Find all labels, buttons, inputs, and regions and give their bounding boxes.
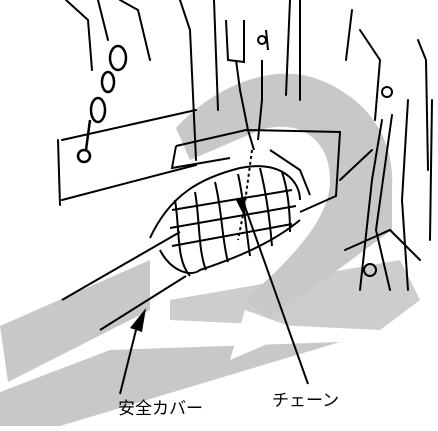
chain-arrowhead (236, 196, 246, 216)
top-chain (225, 19, 269, 151)
pin-icon (381, 86, 393, 98)
cover-leader-line (119, 329, 137, 395)
safety-cover-bellows (149, 165, 301, 277)
hanging-chain (76, 44, 128, 164)
cover-arrowhead (130, 308, 146, 332)
chain-label: チェーン (272, 391, 340, 411)
pto-shaft (61, 231, 187, 331)
chain-dotted (237, 149, 253, 241)
shading (0, 73, 420, 426)
machine-frame (57, 0, 433, 291)
bolt-icon (363, 263, 377, 277)
coupling-housing (170, 128, 342, 213)
safety-cover-label: 安全カバー (118, 399, 203, 419)
chain-leader-line (243, 203, 309, 385)
